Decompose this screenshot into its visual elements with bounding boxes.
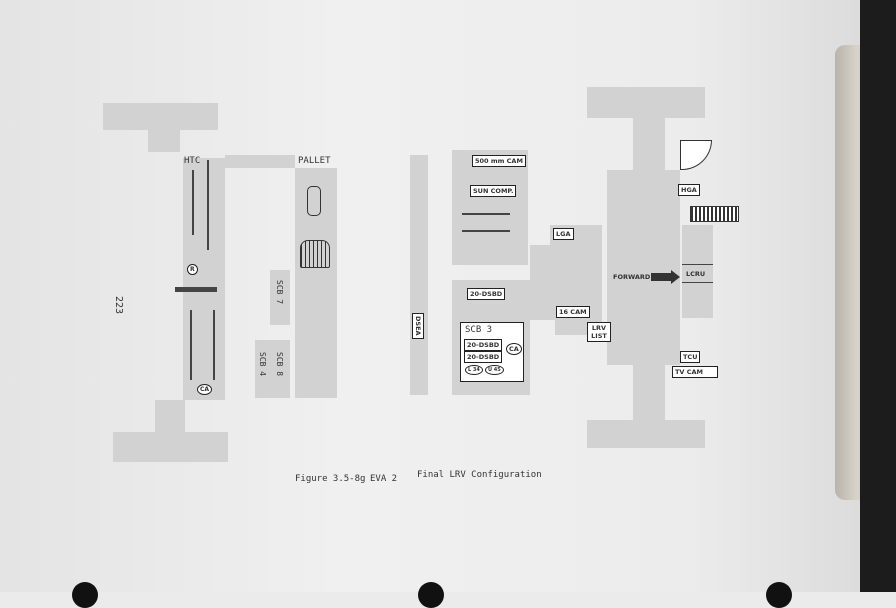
16-cam-label: 16 CAM	[556, 306, 590, 318]
tcu-label: TCU	[680, 351, 701, 363]
scb7-label: SCB 7	[275, 280, 284, 305]
tv-camera-icon	[690, 206, 739, 222]
scoop-icon	[207, 160, 209, 250]
binder-hole	[418, 582, 444, 608]
figure-number: Figure 3.5-8g	[295, 474, 366, 484]
lcru-label: LCRU	[686, 270, 706, 278]
dsea-label: DSEA	[412, 313, 424, 339]
tv-cam-label: TV CAM	[672, 366, 718, 378]
hga-label: HGA	[678, 184, 700, 196]
core-tube-icon	[213, 310, 215, 380]
figure-title: Final LRV Configuration	[417, 470, 542, 480]
htc-label: HTC	[184, 156, 201, 166]
binder-hole	[72, 582, 98, 608]
20-dsbd-label: 20-DSBD	[464, 339, 503, 351]
ca-marker: CA	[197, 384, 213, 395]
r-marker: R	[187, 264, 198, 275]
forward-arrow-icon	[651, 273, 671, 281]
camera-icon	[307, 186, 321, 216]
scb8-label: SCB 8	[275, 352, 284, 377]
arrowhead-icon	[671, 270, 680, 284]
antenna-icon	[300, 240, 330, 268]
eva-label: EVA 2	[370, 474, 398, 484]
scb3-box: SCB 3 20-DSBD 20-DSBD CA L 34 U 45	[460, 322, 524, 382]
pallet-label: PALLET	[298, 156, 331, 166]
500mm-cam-label: 500 mm CAM	[472, 155, 526, 167]
u45-marker: U 45	[485, 365, 504, 375]
drill-stem-icon	[462, 230, 510, 232]
hammer-icon	[175, 287, 217, 292]
forward-label: FORWARD	[613, 273, 651, 281]
document-page	[0, 0, 860, 592]
page-number: 223	[113, 296, 124, 315]
page-edge	[860, 0, 896, 592]
tool-icon	[192, 170, 194, 235]
20-dsbd-label: 20-DSBD	[464, 351, 503, 363]
drill-stem-icon	[462, 213, 510, 215]
binder-hole	[766, 582, 792, 608]
scb3-label: SCB 3	[465, 325, 493, 335]
scb4-label: SCB 4	[258, 352, 267, 377]
sun-comp-label: SUN COMP.	[470, 185, 517, 197]
l34-marker: L 34	[465, 365, 483, 375]
lga-label: LGA	[553, 228, 574, 240]
20-dsbd-label: 20-DSBD	[467, 288, 506, 300]
ca-marker: CA	[506, 343, 522, 355]
lrv-list-label: LRV LIST	[587, 322, 611, 342]
core-tube-icon	[190, 310, 192, 380]
